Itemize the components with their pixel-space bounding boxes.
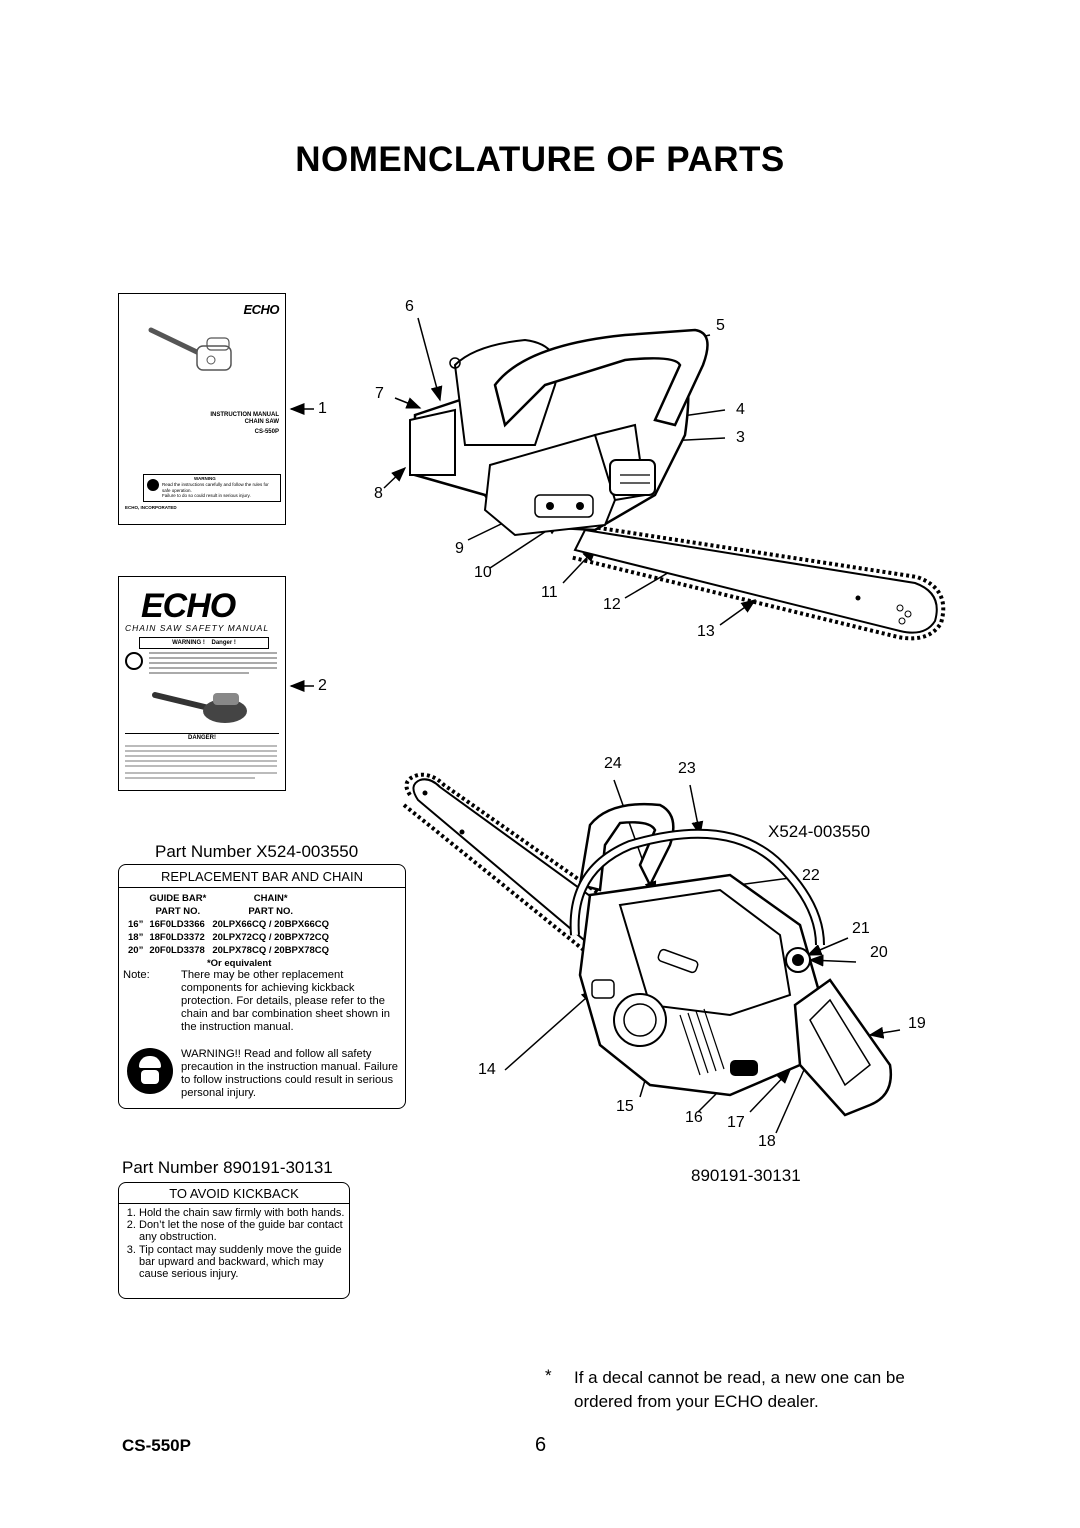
danger-text-lines (125, 745, 277, 778)
decal-label-upper: X524-003550 (768, 822, 871, 841)
manual-model: CS-550P (254, 429, 279, 435)
warn-tag: WARNING ! (172, 640, 205, 646)
col-guide-bar: GUIDE BAR* (149, 893, 207, 904)
callout-16: 16 (685, 1109, 703, 1126)
list-item: Don’t let the nose of the guide bar cont… (139, 1219, 345, 1243)
safety-manual-image: ECHO CHAIN SAW SAFETY MANUAL WARNING ! D… (118, 576, 286, 791)
chainsaw-illustration-upper (409, 328, 946, 641)
callout-9: 9 (455, 540, 464, 557)
callout-13: 13 (697, 623, 715, 640)
safety-manual-subtitle: CHAIN SAW SAFETY MANUAL (125, 623, 270, 633)
decal-label-lower: 890191-30131 (691, 1166, 801, 1185)
echo-logo-large: ECHO (141, 587, 236, 625)
kickback-part-number: Part Number 890191-30131 (122, 1158, 333, 1177)
callout-11: 11 (541, 584, 558, 601)
safety-text-lines (149, 652, 277, 674)
callout-22: 22 (802, 867, 820, 884)
callout-21: 21 (852, 920, 870, 937)
instruction-manual-image: ECHO INSTRUCTION MANUAL CHAIN SAW CS-550… (118, 293, 286, 525)
danger-label: DANGER! (188, 735, 216, 741)
danger-tag: Danger ! (211, 640, 236, 646)
footnote-text: If a decal cannot be read, a new one can… (574, 1368, 905, 1411)
footnote-mark: * (545, 1366, 552, 1385)
callout-19: 19 (908, 1015, 926, 1032)
or-equivalent: *Or equivalent (206, 958, 272, 969)
callout-14: 14 (478, 1061, 496, 1078)
chainsaw-sketch (148, 327, 232, 371)
callout-8: 8 (374, 485, 383, 502)
list-item: Hold the chain saw firmly with both hand… (139, 1207, 345, 1219)
callout-2: 2 (318, 677, 327, 694)
manual-title: INSTRUCTION MANUAL (210, 412, 279, 418)
callout-20: 20 (870, 944, 888, 961)
footer-model: CS-550P (122, 1436, 191, 1455)
table-row: 16” 16F0LD3366 20LPX66CQ / 20BPX66CQ (128, 919, 330, 930)
chainsaw-illustration-lower (402, 772, 893, 1117)
chainsaw-photo (152, 692, 247, 723)
table-row: 20” 20F0LD3378 20LPX78CQ / 20BPX78CQ (128, 945, 330, 956)
table-row: 18” 18F0LD3372 20LPX72CQ / 20BPX72CQ (128, 932, 330, 943)
col-guide-partno: PART NO. (155, 906, 201, 917)
col-chain-partno: PART NO. (248, 906, 294, 917)
replacement-part-number: Part Number X524-003550 (155, 842, 359, 861)
manual-warning-text: Read the instructions carefully and foll… (162, 482, 269, 493)
callout-5: 5 (716, 317, 725, 334)
list-item: Tip contact may suddenly move the guide … (139, 1244, 345, 1281)
col-chain: CHAIN* (253, 893, 288, 904)
no-kickback-icon (125, 652, 143, 670)
callout-7: 7 (375, 385, 384, 402)
manual-warning-label: WARNING (194, 476, 216, 481)
kickback-decal: TO AVOID KICKBACK Hold the chain saw fir… (118, 1182, 350, 1299)
callout-3: 3 (736, 429, 745, 446)
callout-24: 24 (604, 755, 622, 772)
callout-1: 1 (318, 400, 327, 417)
replacement-decal: REPLACEMENT BAR AND CHAIN GUIDE BAR* CHA… (118, 864, 406, 1109)
parts-table: GUIDE BAR* CHAIN* PART NO. PART NO. 16” … (125, 892, 332, 970)
manual-subtitle: CHAIN SAW (244, 419, 279, 425)
echo-logo: ECHO (243, 302, 279, 317)
manual-warning-text2: Failure to do so could result in serious… (162, 493, 251, 498)
callout-17: 17 (727, 1114, 745, 1131)
page-number: 6 (535, 1434, 547, 1456)
callout-4: 4 (736, 401, 745, 418)
note-text: There may be other replacement component… (181, 969, 390, 1033)
callout-6: 6 (405, 298, 414, 315)
warning-icon (147, 479, 159, 491)
danger-box: DANGER! (125, 733, 279, 787)
page-title: NOMENCLATURE OF PARTS (295, 140, 785, 179)
note-label: Note: (123, 969, 150, 981)
kickback-header: TO AVOID KICKBACK (119, 1183, 349, 1204)
replacement-header: REPLACEMENT BAR AND CHAIN (119, 865, 405, 888)
callout-15: 15 (616, 1098, 634, 1115)
safety-gear-icon (127, 1048, 173, 1094)
kickback-list: Hold the chain saw firmly with both hand… (119, 1207, 349, 1280)
manual-company: ECHO, INCORPORATED (125, 505, 177, 510)
callout-23: 23 (678, 760, 696, 777)
callout-10: 10 (474, 564, 492, 581)
callout-12: 12 (603, 596, 621, 613)
callout-18: 18 (758, 1133, 776, 1150)
replacement-warning-text: WARNING!! Read and follow all safety pre… (181, 1048, 399, 1099)
